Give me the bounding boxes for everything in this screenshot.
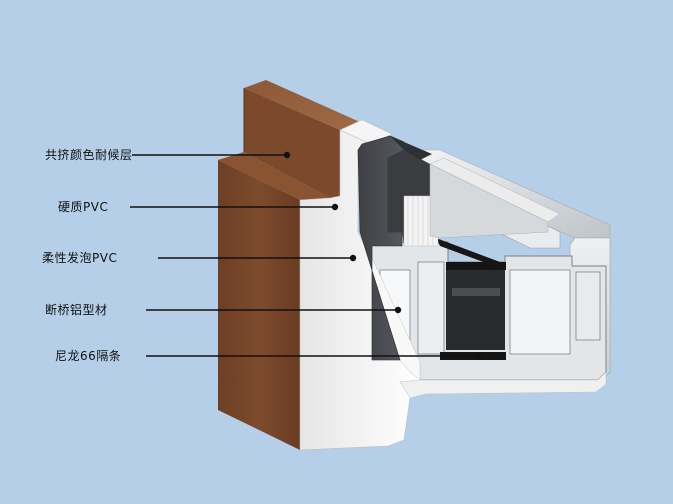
weather-layer-step-top	[218, 152, 330, 200]
weather-layer-top	[244, 80, 360, 130]
callout-dot-nylon66-thermal-strip	[476, 352, 484, 360]
aluminum-chamber-right	[509, 269, 571, 355]
aluminum-chamber-center	[417, 261, 445, 355]
callout-layer	[130, 151, 484, 360]
foam-pvc-top-ledge	[390, 136, 432, 160]
callout-dot-flexible-foam-pvc	[349, 254, 357, 262]
nylon-strip-top	[446, 262, 506, 270]
cavity-fin	[452, 288, 500, 296]
callout-label-rigid-pvc: 硬质PVC	[58, 200, 109, 214]
top-gasket-strip	[436, 238, 505, 270]
callout-dot-colored-weather-layer	[283, 151, 291, 159]
callout-label-nylon66-thermal-strip: 尼龙66隔条	[55, 349, 122, 363]
aluminum-chamber-far-right	[575, 271, 601, 341]
aluminum-sash-upper	[429, 157, 561, 239]
rigid-pvc-foot	[399, 371, 607, 399]
callout-label-flexible-foam-pvc: 柔性发泡PVC	[42, 251, 118, 265]
weather-layer-front-face	[244, 88, 340, 198]
weather-layer-lower-face	[218, 160, 300, 450]
callout-dot-rigid-pvc	[331, 203, 339, 211]
callout-label-thermal-break-aluminum-profile: 断桥铝型材	[45, 303, 108, 317]
colored-weather-layer	[218, 80, 360, 450]
sash-front-plate	[429, 163, 549, 239]
callout-label-colored-weather-layer: 共挤颜色耐候层	[45, 148, 133, 162]
callout-dot-thermal-break-aluminum-profile	[394, 306, 402, 314]
insulation-cavity	[446, 268, 505, 350]
